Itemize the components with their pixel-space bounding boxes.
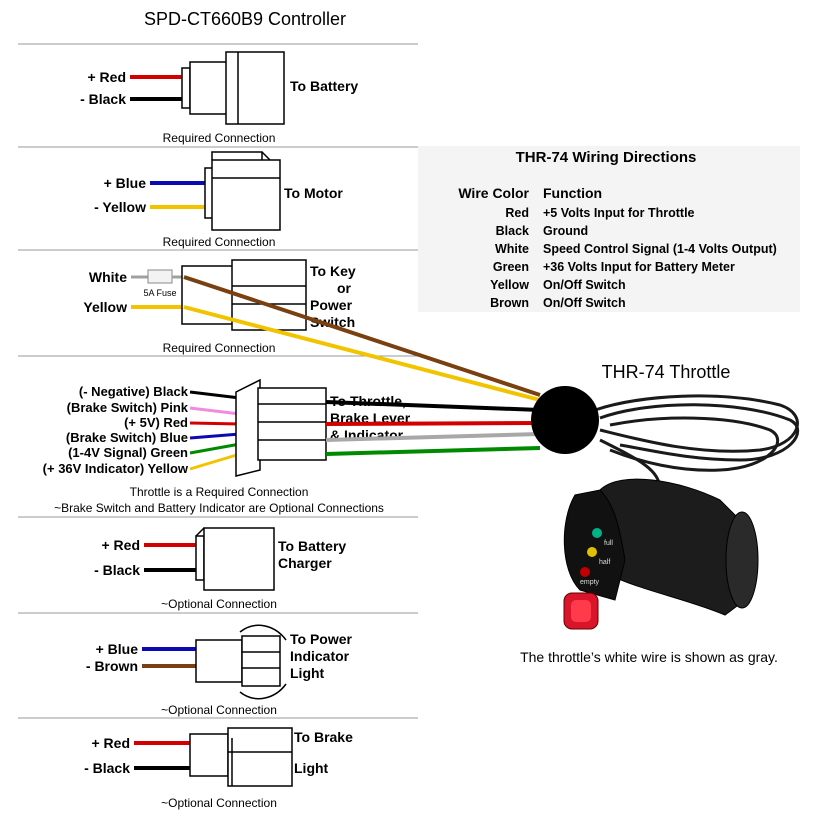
led-empty: [580, 567, 590, 577]
key-target-l4: Switch: [310, 314, 355, 330]
wiring-row-1-color: Black: [496, 224, 529, 238]
brake-target-l1: To Brake: [294, 729, 353, 745]
harness-green-wire: [325, 446, 541, 456]
led-full-label: full: [604, 540, 613, 547]
indicator-wire2-label: - Brown: [86, 658, 138, 674]
harness-black-wire: [325, 400, 541, 412]
harness-gray-wire: [325, 432, 541, 442]
charger-section: + Red - Black To Battery Charger ~Option…: [94, 527, 346, 611]
led-full: [592, 528, 602, 538]
wiring-table-bg: [418, 146, 800, 312]
throttle-wire-label-3: (Brake Switch) Blue: [66, 430, 188, 445]
indicator-connector: [195, 624, 287, 700]
conn-wire-blue: [189, 432, 241, 440]
led-empty-label: empty: [580, 579, 600, 586]
indicator-target-l2: Indicator: [290, 648, 350, 664]
led-half-label: half: [599, 559, 610, 566]
brake-wire2-label: - Black: [84, 760, 130, 776]
brake-note: ~Optional Connection: [161, 796, 277, 810]
wiring-row-2-function: Speed Control Signal (1-4 Volts Output): [543, 242, 777, 256]
battery-wire2-label: - Black: [80, 91, 126, 107]
conn-wire-pink: [189, 406, 241, 416]
charger-wire2-label: - Black: [94, 562, 140, 578]
motor-target: To Motor: [284, 185, 343, 201]
throttle-body: full half empty: [563, 478, 759, 630]
conn-wire-black: [189, 390, 241, 400]
indicator-target-l3: Light: [290, 665, 325, 681]
wiring-row-0-color: Red: [505, 206, 529, 220]
motor-note: Required Connection: [163, 235, 276, 249]
throttle-note: The throttle’s white wire is shown as gr…: [520, 649, 778, 665]
wiring-table-col2: Function: [543, 185, 602, 201]
motor-wire1-label: + Blue: [104, 175, 147, 191]
brake-section: + Red - Black To Brake Light ~Optional C…: [84, 727, 353, 810]
section-dividers: [18, 43, 418, 719]
key-target-l3: Power: [310, 297, 353, 313]
throttle-connector-section: (- Negative) Black (Brake Switch) Pink (…: [43, 378, 411, 515]
motor-section: + Blue - Yellow To Motor Required Connec…: [94, 151, 343, 249]
throttle-wire-label-1: (Brake Switch) Pink: [67, 400, 189, 415]
brake-wire1-label: + Red: [91, 735, 130, 751]
motor-connector: [204, 151, 281, 231]
wiring-table: THR-74 Wiring Directions Wire Color Func…: [418, 146, 800, 312]
led-half: [587, 547, 597, 557]
indicator-wire1-label: + Blue: [96, 641, 139, 657]
battery-section: + Red - Black To Battery Required Connec…: [80, 51, 358, 145]
wiring-row-5-function: On/Off Switch: [543, 296, 626, 310]
throttle-connector: [235, 378, 327, 477]
throttle-cable: [594, 394, 800, 491]
throttle-wire-label-0: (- Negative) Black: [79, 384, 189, 399]
indicator-note: ~Optional Connection: [161, 703, 277, 717]
charger-connector: [195, 527, 275, 591]
battery-wire1-label: + Red: [87, 69, 126, 85]
wiring-row-5-color: Brown: [490, 296, 529, 310]
fuse-label: 5A Fuse: [143, 288, 176, 298]
throttle-note2: ~Brake Switch and Battery Indicator are …: [54, 501, 384, 515]
motor-wire2-label: - Yellow: [94, 199, 146, 215]
throttle-note1: Throttle is a Required Connection: [130, 485, 309, 499]
wiring-table-title: THR-74 Wiring Directions: [516, 149, 697, 166]
battery-note: Required Connection: [163, 131, 276, 145]
throttle-wire-label-4: (1-4V Signal) Green: [68, 445, 188, 460]
key-wire1-label: White: [89, 269, 127, 285]
battery-connector: [181, 51, 285, 125]
controller-title: SPD-CT660B9 Controller: [144, 9, 346, 29]
harness-yellow-wire: [183, 305, 541, 402]
brake-connector: [189, 727, 293, 787]
charger-target-l1: To Battery: [278, 538, 346, 554]
battery-target: To Battery: [290, 78, 358, 94]
wire-junction: [531, 386, 599, 454]
harness-wires: [183, 275, 541, 456]
conn-wire-green: [189, 442, 241, 455]
brake-target-l2: Light: [294, 760, 329, 776]
wiring-table-col1: Wire Color: [458, 185, 529, 201]
wiring-row-1-function: Ground: [543, 224, 588, 238]
wiring-row-2-color: White: [495, 242, 529, 256]
wiring-row-4-color: Yellow: [490, 278, 529, 292]
wiring-row-3-color: Green: [493, 260, 529, 274]
key-note: Required Connection: [163, 341, 276, 355]
throttle-wire-label-2: (+ 5V) Red: [124, 415, 188, 430]
conn-wire-red: [189, 421, 241, 426]
conn-wire-yellow: [189, 452, 241, 471]
fuse: [147, 269, 173, 284]
throttle-title: THR-74 Throttle: [602, 362, 731, 382]
indicator-target-l1: To Power: [290, 631, 353, 647]
key-wire2-label: Yellow: [83, 299, 127, 315]
harness-brown-wire: [183, 275, 541, 397]
charger-note: ~Optional Connection: [161, 597, 277, 611]
wiring-row-4-function: On/Off Switch: [543, 278, 626, 292]
key-target-l1: To Key: [310, 263, 356, 279]
key-target-l2: or: [337, 280, 352, 296]
throttle-wire-label-5: (+ 36V Indicator) Yellow: [43, 461, 189, 476]
wiring-row-0-function: +5 Volts Input for Throttle: [543, 206, 695, 220]
charger-wire1-label: + Red: [101, 537, 140, 553]
charger-target-l2: Charger: [278, 555, 332, 571]
wiring-row-3-function: +36 Volts Input for Battery Meter: [543, 260, 735, 274]
harness-red-wire: [325, 421, 541, 426]
indicator-section: + Blue - Brown To Power Indicator Light …: [86, 624, 353, 717]
